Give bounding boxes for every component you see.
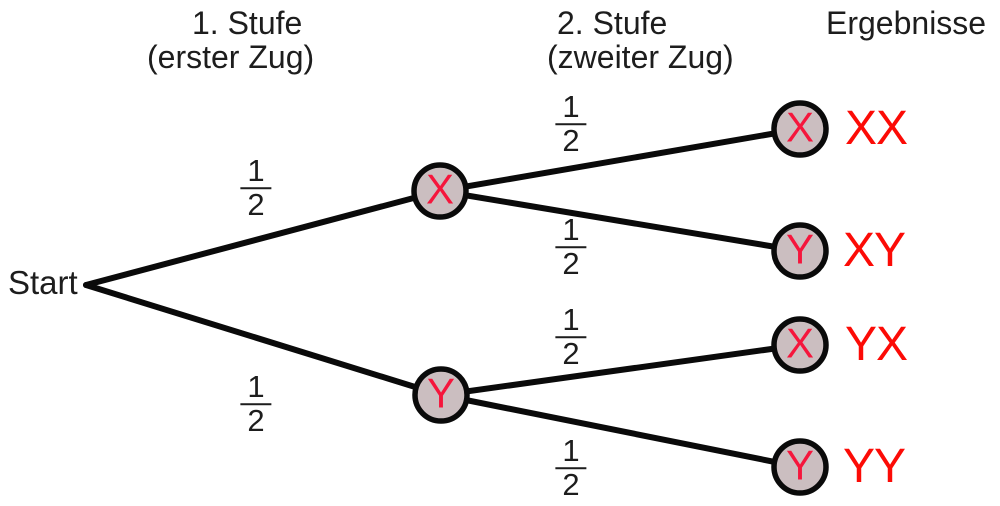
result-label-xx: XX [845, 102, 908, 155]
branch-line-x-y [437, 188, 803, 254]
fraction-denominator: 2 [562, 246, 580, 282]
result-label-xy: XY [843, 224, 906, 277]
results-header: Ergebnisse [826, 5, 987, 41]
probability-start-y: 1 2 [240, 371, 272, 439]
fraction-denominator: 2 [562, 336, 580, 372]
node-circle-stage1-y [412, 366, 470, 424]
branch-line-start-x [83, 188, 443, 288]
fraction-numerator: 1 [555, 214, 587, 249]
fraction-denominator: 2 [247, 403, 265, 439]
stage1-header-line2: (erster Zug) [147, 39, 315, 75]
node-circle-leaf-yx [771, 316, 829, 374]
fraction-numerator: 1 [555, 435, 587, 470]
node-label-leaf-xy: Y [785, 225, 815, 273]
branch-line-start-y [83, 282, 444, 398]
node-circle-leaf-xx [771, 100, 829, 158]
branch-line-y-y [438, 392, 803, 470]
probability-y-y: 1 2 [555, 435, 587, 503]
fraction-denominator: 2 [562, 467, 580, 503]
node-circle-stage1-x [411, 162, 469, 220]
node-label-leaf-yx: X [785, 319, 815, 367]
probability-start-x: 1 2 [240, 155, 272, 223]
probability-x-x: 1 2 [555, 91, 587, 159]
fraction-denominator: 2 [247, 187, 265, 223]
node-circle-leaf-yy [771, 438, 829, 496]
node-label-leaf-xx: X [785, 103, 815, 151]
fraction-numerator: 1 [555, 304, 587, 339]
branch-line-x-x [437, 126, 803, 194]
fraction-numerator: 1 [240, 155, 272, 190]
stage2-header-line1: 2. Stufe [557, 5, 668, 41]
fraction-numerator: 1 [240, 371, 272, 406]
node-label-leaf-yy: Y [785, 441, 815, 489]
node-circle-leaf-xy [771, 222, 829, 280]
fraction-numerator: 1 [555, 91, 587, 126]
node-label-stage1-y: Y [426, 369, 456, 417]
stage2-header-line2: (zweiter Zug) [547, 39, 734, 75]
fraction-denominator: 2 [562, 123, 580, 159]
start-label: Start [8, 264, 78, 301]
stage1-header-line1: 1. Stufe [192, 5, 303, 41]
node-label-stage1-x: X [425, 165, 455, 213]
result-label-yy: YY [843, 440, 906, 493]
branch-line-y-x [438, 342, 803, 398]
probability-x-y: 1 2 [555, 214, 587, 282]
result-label-yx: YX [845, 318, 908, 371]
probability-y-x: 1 2 [555, 304, 587, 372]
